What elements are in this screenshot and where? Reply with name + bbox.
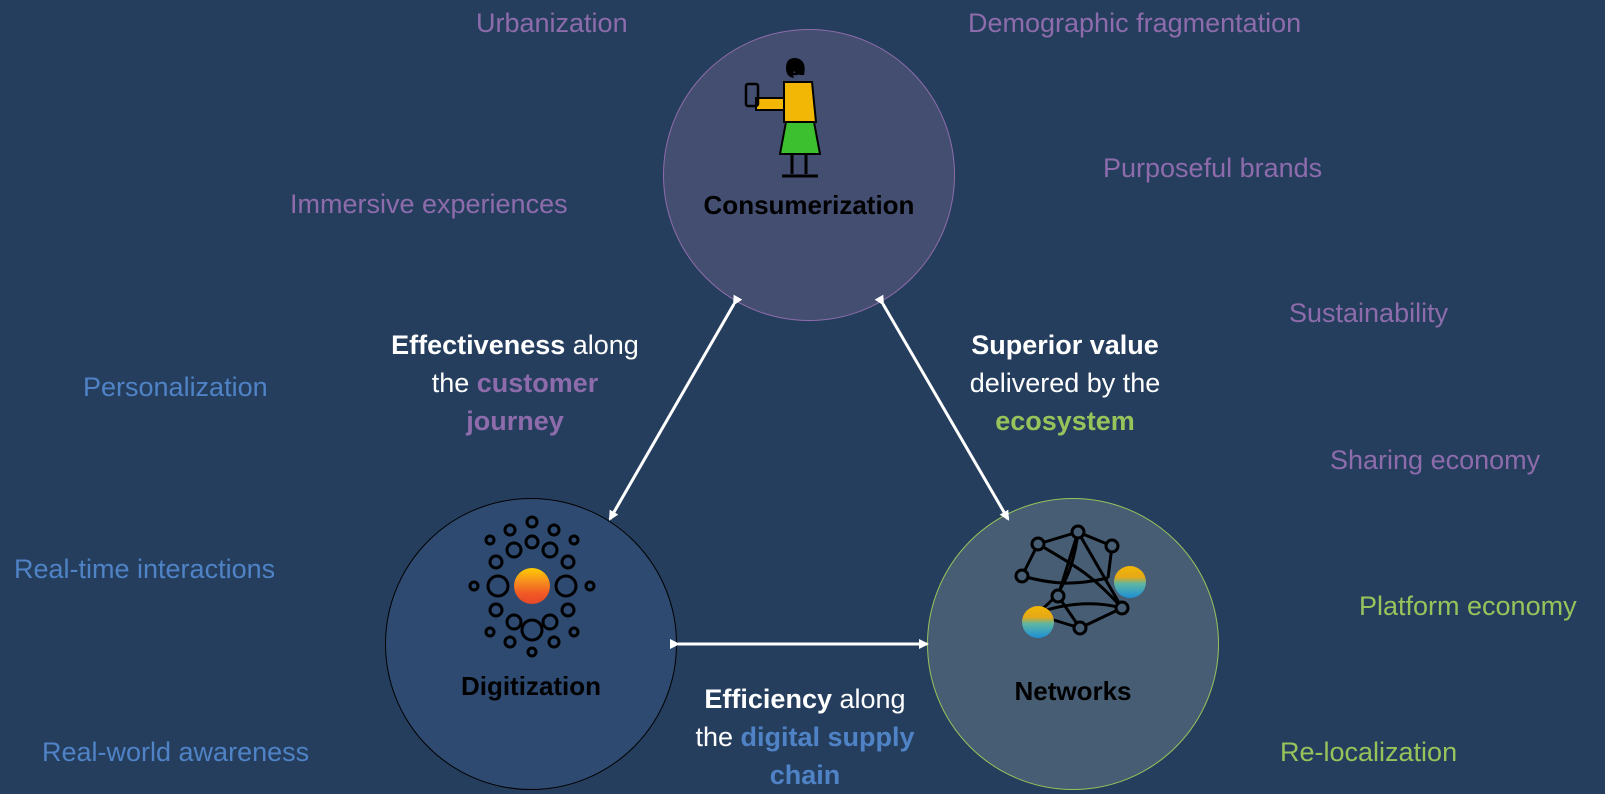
- arrow-consumerization-digitization: [608, 294, 743, 521]
- edge-left-text1: along: [565, 330, 639, 360]
- digitization-title: Digitization: [460, 671, 602, 701]
- person-with-phone-icon: [744, 58, 822, 178]
- edge-left-text2: the: [431, 368, 477, 398]
- edge-bottom-text1: along: [831, 684, 906, 714]
- edge-text-effectiveness: Effectiveness along the customer journey: [365, 326, 665, 440]
- consumerization-title: Consumerization: [703, 190, 915, 220]
- networks-title: Networks: [1014, 676, 1132, 706]
- edge-right-highlight: ecosystem: [995, 406, 1135, 436]
- dot-cluster-icon: [468, 515, 596, 658]
- trend-urbanization: Urbanization: [476, 8, 628, 38]
- edge-text-efficiency: Efficiency along the digital supply chai…: [665, 680, 945, 794]
- arrow-consumerization-networks: [874, 294, 1010, 521]
- trend-personalization: Personalization: [83, 372, 268, 402]
- trend-purposeful-brands: Purposeful brands: [1103, 153, 1323, 183]
- edge-left-highlight2: journey: [466, 406, 564, 436]
- trend-immersive-experiences: Immersive experiences: [290, 189, 568, 219]
- network-graph-icon: [1014, 524, 1146, 638]
- edge-left-highlight1: customer: [476, 368, 599, 398]
- edge-right-text1: delivered by the: [969, 368, 1161, 398]
- trend-sustainability: Sustainability: [1289, 298, 1449, 328]
- edge-bottom-text2: the: [695, 722, 741, 752]
- edge-bottom-highlight1: digital supply: [740, 722, 915, 752]
- edge-bottom-highlight2: chain: [769, 760, 841, 790]
- edge-left-bold: Effectiveness: [391, 330, 566, 360]
- trend-sharing-economy: Sharing economy: [1330, 445, 1541, 475]
- edge-bottom-bold: Efficiency: [704, 684, 832, 714]
- edge-text-superior-value: Superior value delivered by the ecosyste…: [930, 326, 1200, 440]
- trend-platform-economy: Platform economy: [1359, 591, 1577, 621]
- trend-real-time-interactions: Real-time interactions: [14, 554, 276, 584]
- trend-re-localization: Re-localization: [1280, 737, 1458, 767]
- trend-real-world-awareness: Real-world awareness: [42, 737, 310, 767]
- trend-demographic-fragmentation: Demographic fragmentation: [968, 8, 1302, 38]
- edge-right-bold: Superior value: [971, 330, 1159, 360]
